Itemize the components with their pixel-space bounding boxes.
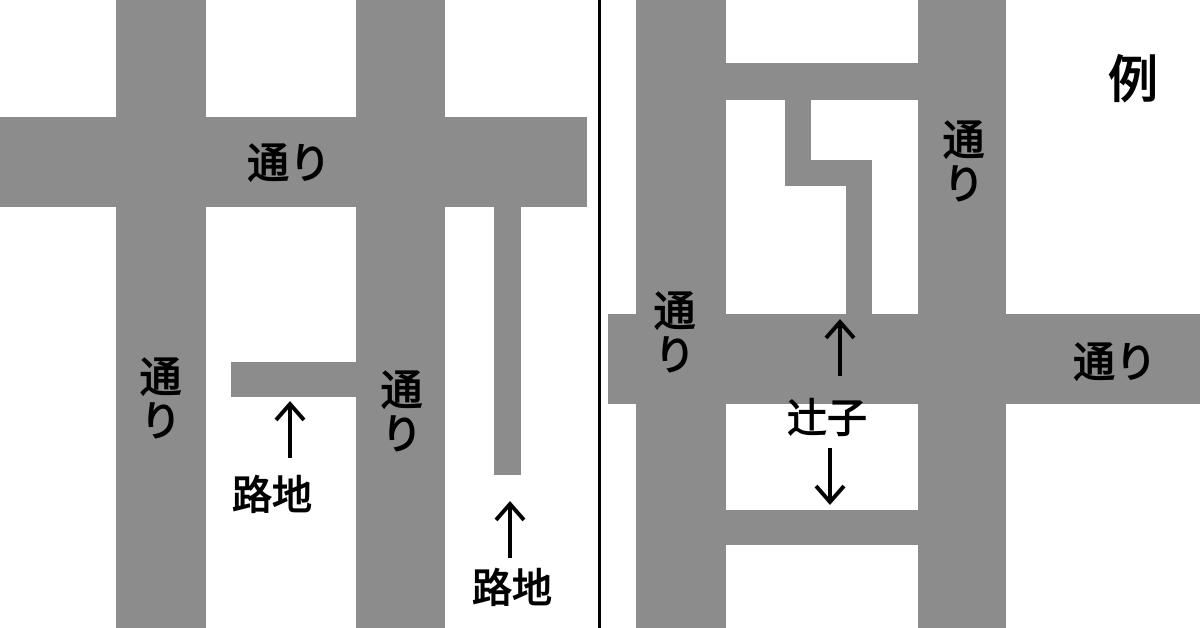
road-right-horizontal-bottom: [726, 510, 918, 545]
panel-divider: [598, 0, 601, 628]
alley-label-1: 路地: [232, 473, 312, 519]
street-label-right: 通り: [1073, 338, 1158, 387]
street-label-left: 通り: [133, 355, 182, 443]
junction-label: 辻子: [787, 396, 867, 442]
street-label-top: 通り: [247, 139, 332, 188]
junction-street-lower: [846, 160, 872, 320]
road-right-horizontal-main: [608, 314, 1200, 404]
up-arrow-icon: [824, 318, 856, 376]
alley-left-horizontal: [231, 362, 357, 397]
road-left-horizontal: [0, 117, 587, 207]
road-left-vertical-2: [356, 0, 445, 628]
alley-label-2: 路地: [472, 566, 552, 612]
alley-left-vertical: [494, 207, 521, 475]
street-label-middle: 通り: [374, 368, 423, 456]
street-label-right-top: 通り: [936, 118, 985, 206]
up-arrow-icon: [494, 500, 526, 558]
up-arrow-icon: [274, 400, 306, 458]
down-arrow-icon: [814, 448, 846, 506]
road-left-vertical-1: [116, 0, 206, 628]
road-right-horizontal-top: [726, 63, 918, 100]
example-title: 例: [1108, 51, 1158, 109]
street-label-right-left: 通り: [647, 289, 696, 377]
